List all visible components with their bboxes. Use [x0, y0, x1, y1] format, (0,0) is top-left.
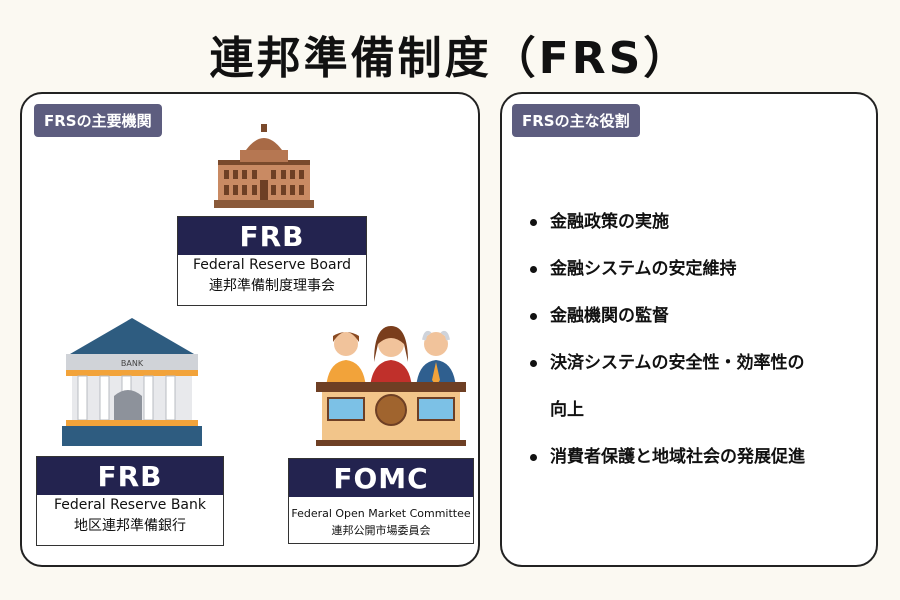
role-item: 金融政策の実施: [530, 199, 870, 246]
bank-name-en: Federal Reserve Bank: [54, 497, 206, 513]
bank-name-ja: 地区連邦準備銀行: [74, 518, 186, 534]
fomc-name-en: Federal Open Market Committee: [291, 507, 471, 520]
board-building-icon: [214, 124, 314, 208]
role-item: 金融システムの安定維持: [530, 246, 870, 293]
bullet-icon: [530, 266, 537, 273]
bank-box: FRB Federal Reserve Bank 地区連邦準備銀行: [36, 456, 224, 546]
role-item: 決済システムの安全性・効率性の向上: [530, 340, 870, 434]
committee-members-icon: [316, 326, 466, 446]
bullet-icon: [530, 219, 537, 226]
role-item: 金融機関の監督: [530, 293, 870, 340]
board-box-header: FRB: [178, 217, 366, 255]
role-item: 消費者保護と地域社会の発展促進: [530, 434, 870, 481]
bank-box-header: FRB: [37, 457, 223, 495]
bullet-icon: [530, 313, 537, 320]
main-institutions-tag: FRSの主要機関: [34, 104, 162, 137]
board-box: FRB Federal Reserve Board 連邦準備制度理事会: [177, 216, 367, 306]
role-item-continuation: 向上: [550, 400, 584, 420]
bullet-icon: [530, 454, 537, 461]
board-name-en: Federal Reserve Board: [193, 257, 351, 273]
fomc-box-header: FOMC: [289, 459, 473, 497]
main-roles-panel: FRSの主な役割 金融政策の実施 金融システムの安定維持 金融機関の監督 決済シ…: [500, 92, 878, 567]
board-name-ja: 連邦準備制度理事会: [209, 278, 335, 294]
roles-list: 金融政策の実施 金融システムの安定維持 金融機関の監督 決済システムの安全性・効…: [530, 199, 870, 481]
bank-building-icon: BANK: [62, 318, 202, 446]
main-roles-tag: FRSの主な役割: [512, 104, 640, 137]
main-institutions-panel: FRSの主要機関 FRB Federal Reserve Board 連邦準備制…: [20, 92, 480, 567]
page-title: 連邦準備制度（FRS）: [209, 33, 691, 84]
bullet-icon: [530, 360, 537, 367]
fomc-name-ja: 連邦公開市場委員会: [331, 524, 431, 537]
bank-sign: BANK: [121, 359, 144, 368]
fomc-box: FOMC Federal Open Market Committee 連邦公開市…: [288, 458, 474, 544]
